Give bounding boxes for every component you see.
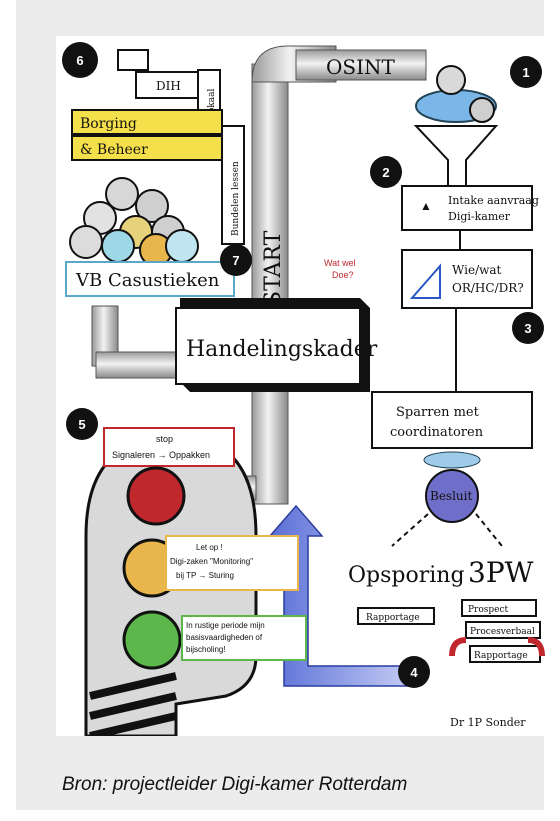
signature: Dr 1P Sonder bbox=[450, 716, 526, 729]
sparren-line-1: Sparren met bbox=[396, 405, 480, 420]
number-7: 7 bbox=[232, 253, 239, 268]
intake-line-1: Intake aanvraag bbox=[448, 194, 539, 207]
number-3: 3 bbox=[524, 321, 531, 336]
intake-icon: ▲ bbox=[420, 199, 432, 213]
wie-wat-box bbox=[402, 250, 532, 308]
red-note-line-2: Doe? bbox=[332, 270, 354, 280]
number-4: 4 bbox=[410, 665, 418, 680]
wie-wat-line-1: Wie/wat bbox=[452, 263, 502, 277]
threepw-label: 3PW bbox=[468, 556, 534, 589]
threepw-prospect: Prospect bbox=[468, 605, 509, 615]
opsporing-rapportage: Rapportage bbox=[366, 613, 420, 623]
wie-wat-line-2: OR/HC/DR? bbox=[452, 281, 524, 295]
threepw-procesverbaal: Procesverbaal bbox=[470, 627, 535, 637]
beheer-label: & Beheer bbox=[80, 142, 148, 158]
number-2: 2 bbox=[382, 165, 389, 180]
traffic-green bbox=[124, 612, 180, 668]
funnel bbox=[416, 126, 496, 186]
green-note-line-2: basisvaardigheden of bbox=[186, 633, 263, 642]
bundelen-label: Bundelen lessen bbox=[231, 161, 241, 236]
intake-line-2: Digi-kamer bbox=[448, 210, 511, 223]
figure-caption: Bron: projectleider Digi-kamer Rotterdam bbox=[62, 774, 407, 796]
opsporing-label: Opsporing bbox=[348, 563, 465, 588]
green-note-line-1: In rustige periode mijn bbox=[186, 621, 265, 630]
sketchnote-drawing: OSINT START DIH lokaal Borging & Beheer … bbox=[56, 36, 546, 736]
figure-card: OSINT START DIH lokaal Borging & Beheer … bbox=[16, 0, 544, 810]
dih-label: DIH bbox=[156, 79, 181, 93]
green-note-line-3: bijscholing! bbox=[186, 645, 226, 654]
threepw-rapportage: Rapportage bbox=[474, 651, 528, 661]
amber-note-line-3: bij TP → Sturing bbox=[176, 571, 234, 580]
sparren-line-2: coordinatoren bbox=[390, 425, 484, 440]
handelingskader-label: Handelingskader bbox=[186, 337, 378, 362]
number-5: 5 bbox=[78, 417, 85, 432]
traffic-red bbox=[128, 468, 184, 524]
start-label: START bbox=[261, 230, 286, 306]
amber-note-line-2: Digi-zaken "Monitoring" bbox=[170, 557, 253, 566]
number-6: 6 bbox=[76, 53, 83, 68]
ball-pile bbox=[70, 178, 198, 266]
borging-label: Borging bbox=[80, 116, 137, 132]
number-1: 1 bbox=[522, 65, 529, 80]
traffic-header-line-2: Signaleren → Oppakken bbox=[112, 450, 210, 460]
osint-label: OSINT bbox=[326, 55, 395, 79]
sketchnote-figure: OSINT START DIH lokaal Borging & Beheer … bbox=[56, 36, 546, 736]
vb-label: VB Casustieken bbox=[75, 270, 220, 291]
amber-note-line-1: Let op ! bbox=[196, 543, 223, 552]
besluit-label: Besluit bbox=[430, 489, 472, 503]
red-note-line-1: Wat wel bbox=[324, 258, 356, 268]
traffic-header-line-1: stop bbox=[156, 434, 173, 444]
